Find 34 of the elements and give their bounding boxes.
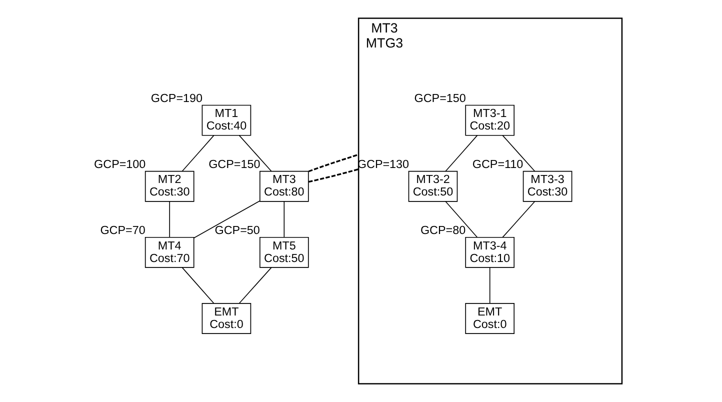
node-label: GCP=100 <box>94 158 146 172</box>
node-label: GCP=150 <box>208 158 260 172</box>
node-box: MT3-3 Cost:30 <box>522 170 572 202</box>
node-box: EMT Cost:0 <box>201 303 251 334</box>
node-box: MT5 Cost:50 <box>258 236 308 268</box>
connector <box>168 201 170 238</box>
node-label: GCP=50 <box>214 224 260 238</box>
node-box: EMT Cost:0 <box>464 303 514 334</box>
connector <box>192 200 260 238</box>
node-box: MT3 Cost:80 <box>258 170 308 202</box>
connector <box>238 135 272 172</box>
connector <box>502 135 535 172</box>
connector <box>444 135 478 172</box>
node-label: GCP=110 <box>472 158 523 172</box>
node-box: MT2 Cost:30 <box>144 170 194 202</box>
node-box: MT4 Cost:70 <box>144 236 194 268</box>
connector <box>308 154 358 172</box>
connector <box>181 267 214 304</box>
node-label: GCP=150 <box>414 92 466 106</box>
connector <box>488 267 490 304</box>
connector <box>444 201 478 238</box>
node-box: MT3-2 Cost:50 <box>408 170 458 202</box>
node-label: GCP=130 <box>356 158 409 172</box>
node-label: GCP=70 <box>100 224 145 238</box>
node-label: GCP=80 <box>420 224 466 238</box>
connector <box>308 168 358 183</box>
node-box: MT3-4 Cost:10 <box>464 236 514 268</box>
node-box: MT1 Cost:40 <box>201 104 251 136</box>
node-box: MT3-1 Cost:20 <box>464 104 514 136</box>
connector <box>502 201 535 238</box>
connector <box>238 267 272 304</box>
connector <box>181 135 214 172</box>
connector <box>283 201 284 238</box>
node-label: GCP=190 <box>150 92 202 106</box>
